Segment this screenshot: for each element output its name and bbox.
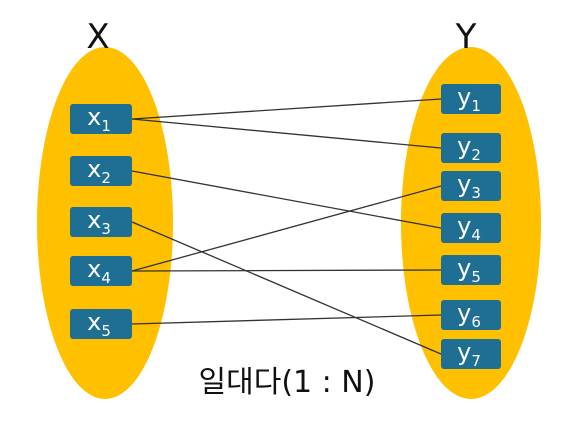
node-label-subscript: 3 <box>471 184 481 202</box>
node-label-base: y <box>457 132 471 160</box>
mapping-lines <box>131 98 442 355</box>
node-x5: x5 <box>70 308 132 340</box>
node-label-base: y <box>457 170 471 198</box>
node-label-base: y <box>457 254 471 282</box>
set-y-label: Y <box>455 17 477 57</box>
node-label: x3 <box>87 206 111 238</box>
node-label-subscript: 2 <box>101 169 111 187</box>
node-y6: y6 <box>441 299 501 331</box>
node-x1: x1 <box>70 103 132 135</box>
node-label: x2 <box>87 155 111 187</box>
node-label: x5 <box>87 308 111 340</box>
node-label-base: x <box>87 255 101 283</box>
node-label-base: y <box>457 299 471 327</box>
node-label-base: x <box>87 308 101 336</box>
node-y5: y5 <box>441 254 501 286</box>
node-label-base: x <box>87 206 101 234</box>
node-label-subscript: 3 <box>101 220 111 238</box>
node-label: y6 <box>457 299 481 331</box>
node-label: y4 <box>457 212 481 244</box>
node-label-subscript: 1 <box>471 97 481 115</box>
node-label-base: x <box>87 103 101 131</box>
mapping-line-x2-y4 <box>131 170 442 229</box>
node-box <box>441 213 501 243</box>
node-label: x4 <box>87 255 111 287</box>
node-label-base: y <box>457 83 471 111</box>
node-y1: y1 <box>441 83 501 115</box>
node-label-subscript: 2 <box>471 146 481 164</box>
mapping-line-x4-y3 <box>131 185 442 272</box>
node-box <box>441 133 501 163</box>
node-y3: y3 <box>441 170 501 202</box>
node-x2: x2 <box>70 155 132 187</box>
node-label-subscript: 7 <box>471 352 481 370</box>
node-x3: x3 <box>70 206 132 238</box>
mapping-line-x1-y2 <box>131 118 442 149</box>
node-label-subscript: 1 <box>101 117 111 135</box>
mapping-line-x1-y1 <box>131 98 442 120</box>
node-y2: y2 <box>441 132 501 164</box>
node-label-base: x <box>87 155 101 183</box>
node-box <box>441 339 501 369</box>
mapping-line-x5-y6 <box>131 314 442 325</box>
node-box <box>441 171 501 201</box>
node-label: y5 <box>457 254 481 286</box>
node-label-subscript: 5 <box>101 322 111 340</box>
node-box <box>441 300 501 330</box>
node-box <box>70 309 132 339</box>
node-label-base: y <box>457 338 471 366</box>
node-label: y7 <box>457 338 481 370</box>
node-box <box>70 104 132 134</box>
node-label-subscript: 4 <box>101 269 111 287</box>
node-label: y2 <box>457 132 481 164</box>
set-x-label: X <box>86 17 109 57</box>
node-label-subscript: 6 <box>471 313 481 331</box>
mapping-line-x4-y5 <box>131 269 442 272</box>
node-box <box>441 255 501 285</box>
mapping-line-x3-y7 <box>131 221 442 355</box>
node-label-subscript: 5 <box>471 268 481 286</box>
node-box <box>70 207 132 237</box>
node-label: x1 <box>87 103 111 135</box>
relation-caption: 일대다(1 : N) <box>199 365 376 400</box>
node-label: y3 <box>457 170 481 202</box>
node-label-subscript: 4 <box>471 226 481 244</box>
node-box <box>70 256 132 286</box>
node-y7: y7 <box>441 338 501 370</box>
node-label-base: y <box>457 212 471 240</box>
node-label: y1 <box>457 83 481 115</box>
node-y4: y4 <box>441 212 501 244</box>
node-x4: x4 <box>70 255 132 287</box>
node-box <box>70 156 132 186</box>
node-box <box>441 84 501 114</box>
